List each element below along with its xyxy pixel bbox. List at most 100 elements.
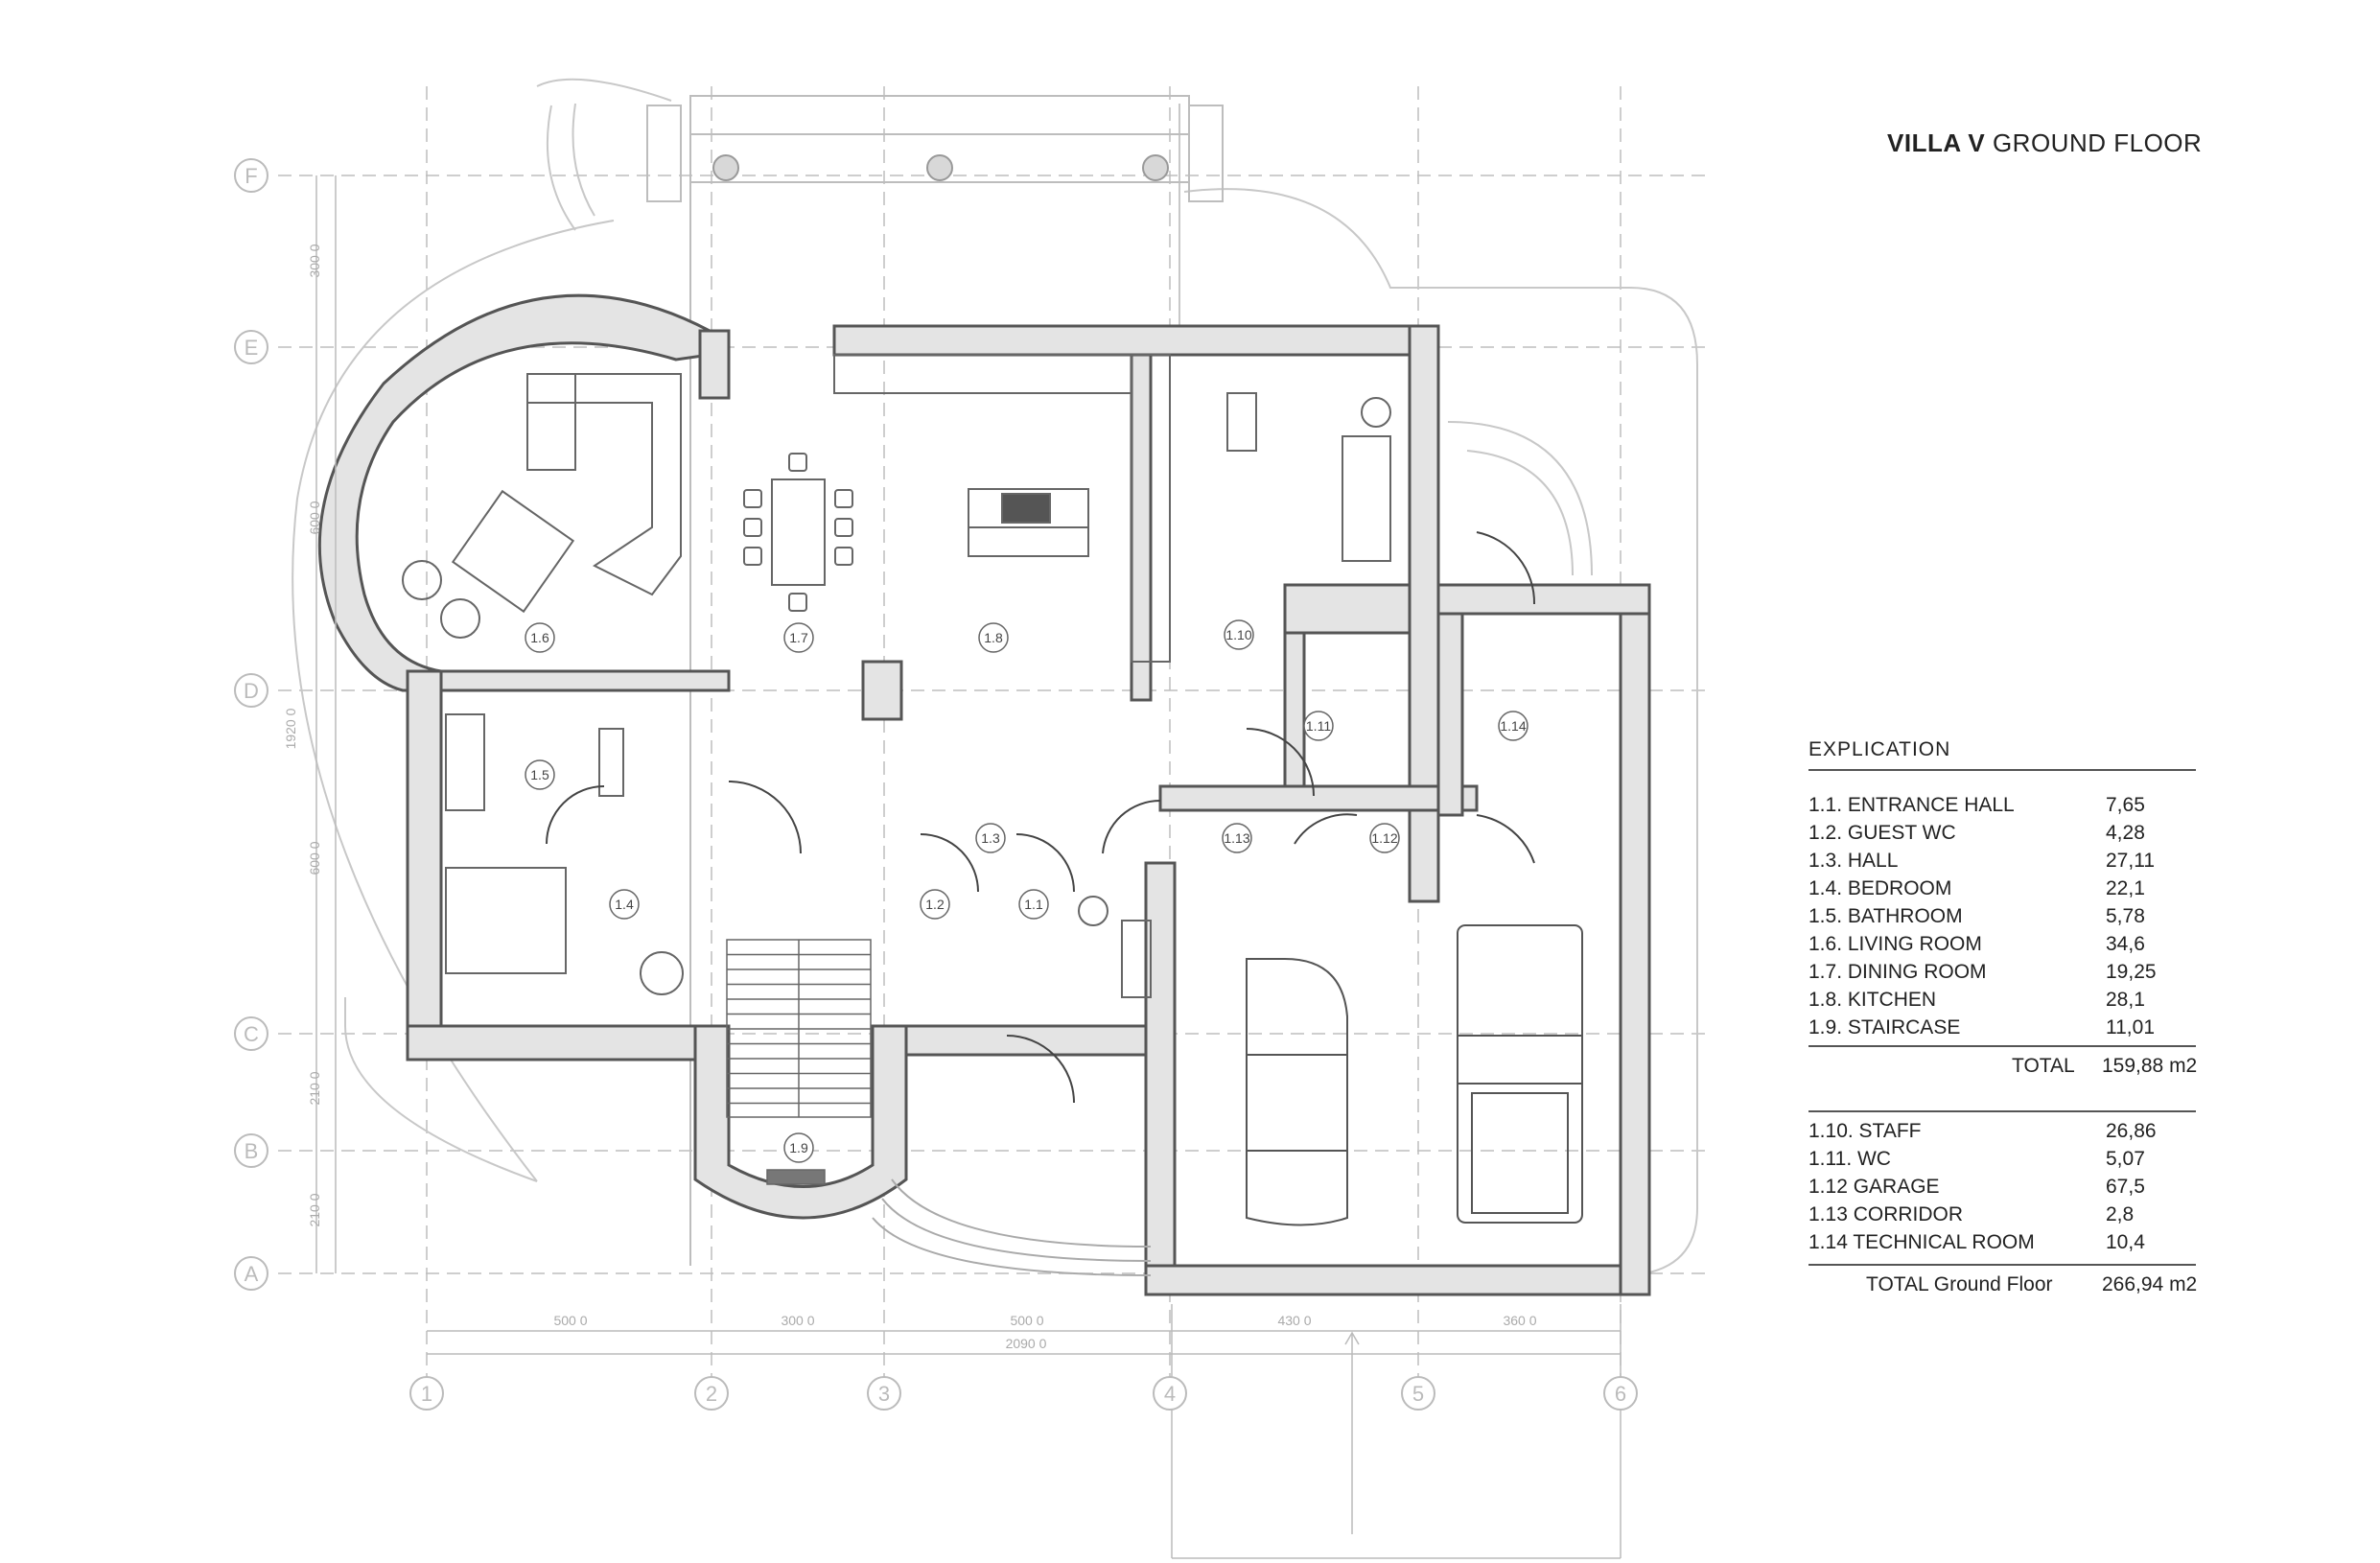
- room-name: 1.4. BEDROOM: [1808, 877, 1952, 899]
- dimension-text: 600 0: [307, 841, 322, 875]
- room-tag: 1.10: [1225, 627, 1251, 642]
- room-area: 2,8: [2106, 1203, 2135, 1225]
- room-name: 1.14 TECHNICAL ROOM: [1808, 1231, 2035, 1253]
- room-tag-circle: [525, 622, 555, 653]
- room-tag: 1.7: [789, 630, 808, 645]
- room-tag: 1.1: [1024, 897, 1043, 912]
- room-tag-circle: [1498, 711, 1528, 741]
- dimension-text: 300 0: [781, 1313, 814, 1328]
- dimension-lines: [315, 175, 1621, 1355]
- room-area: 5,07: [2106, 1148, 2145, 1170]
- room-tag: 1.13: [1224, 830, 1249, 846]
- axis-letter: C: [244, 1022, 259, 1046]
- room-tag: 1.5: [530, 767, 549, 782]
- axis-marker-circle: [234, 158, 268, 193]
- room-tag-circle: [783, 622, 814, 653]
- dimension-text: 1920 0: [283, 708, 298, 749]
- axis-marker-circle: [234, 673, 268, 708]
- room-area: 28,1: [2106, 989, 2145, 1011]
- axis-marker-circle: [409, 1376, 444, 1411]
- room-tag-circle: [1369, 823, 1400, 853]
- room-tag-circle: [978, 622, 1009, 653]
- room-tag-circle: [920, 889, 950, 920]
- axis-marker-circle: [234, 1256, 268, 1291]
- room-tag: 1.12: [1371, 830, 1397, 846]
- axis-letter: E: [245, 336, 259, 360]
- dimension-text: 600 0: [307, 501, 322, 534]
- room-tag: 1.6: [530, 630, 549, 645]
- room-area: 67,5: [2106, 1176, 2145, 1198]
- axis-marker-circle: [234, 1133, 268, 1168]
- dimension-text: 300 0: [307, 244, 322, 277]
- dimension-text: 360 0: [1503, 1313, 1536, 1328]
- total-label: TOTAL: [2012, 1055, 2075, 1077]
- room-tag: 1.11: [1306, 718, 1331, 734]
- car-sedan: [1246, 957, 1348, 1226]
- room-tag: 1.2: [925, 897, 945, 912]
- room-area: 26,86: [2106, 1120, 2157, 1142]
- room-name: 1.6. LIVING ROOM: [1808, 933, 1982, 955]
- axis-marker-circle: [1153, 1376, 1187, 1411]
- axis-number: 5: [1412, 1382, 1424, 1406]
- room-area: 34,6: [2106, 933, 2145, 955]
- axis-marker-circle: [234, 330, 268, 364]
- room-area: 10,4: [2106, 1231, 2145, 1253]
- axis-letter: A: [245, 1262, 259, 1286]
- explication-heading: EXPLICATION: [1808, 738, 1951, 760]
- room-name: 1.13 CORRIDOR: [1808, 1203, 1964, 1225]
- dimension-text: 500 0: [553, 1313, 587, 1328]
- explication-rule-total: [1808, 1045, 2196, 1047]
- axis-number: 2: [706, 1382, 717, 1406]
- room-area: 11,01: [2106, 1016, 2155, 1038]
- drawing-title: VILLA V GROUND FLOOR: [1887, 128, 2202, 158]
- driveway: [1171, 1304, 1622, 1559]
- room-tag-circle: [1224, 619, 1254, 650]
- furniture: [402, 354, 1391, 998]
- room-tag-circle: [609, 889, 640, 920]
- room-name: 1.2. GUEST WC: [1808, 822, 1956, 844]
- dimension-text: 210 0: [307, 1071, 322, 1105]
- axis-letter: D: [244, 679, 259, 703]
- site-outline: [292, 78, 1698, 1276]
- room-area: 7,65: [2106, 794, 2145, 816]
- axis-marker-circle: [1603, 1376, 1638, 1411]
- explication-rule-top: [1808, 769, 2196, 771]
- staircase: [726, 939, 872, 1185]
- room-area: 4,28: [2106, 822, 2145, 844]
- room-tag: 1.9: [789, 1140, 808, 1155]
- axis-number: 6: [1615, 1382, 1626, 1406]
- room-tag-circle: [525, 759, 555, 790]
- car-pickup: [1457, 924, 1583, 1224]
- room-name: 1.7. DINING ROOM: [1808, 961, 1987, 983]
- axis-number: 1: [421, 1382, 432, 1406]
- room-name: 1.11. WC: [1808, 1148, 1891, 1170]
- room-tag-circle: [1222, 823, 1252, 853]
- room-tag-circle: [1303, 711, 1334, 741]
- axis-marker-circle: [867, 1376, 901, 1411]
- room-area: 5,78: [2106, 905, 2145, 927]
- total-ground-floor-value: 266,94 m2: [2102, 1273, 2198, 1295]
- room-name: 1.1. ENTRANCE HALL: [1808, 794, 2015, 816]
- axis-marker-circle: [234, 1016, 268, 1051]
- axis-marker-circle: [1401, 1376, 1435, 1411]
- room-area: 22,1: [2106, 877, 2145, 899]
- room-tag: 1.3: [981, 830, 1000, 846]
- room-tag: 1.8: [984, 630, 1003, 645]
- door-swings: [546, 531, 1536, 1104]
- front-steps: [872, 1178, 1152, 1276]
- axis-number: 3: [878, 1382, 890, 1406]
- room-tag-circle: [975, 823, 1006, 853]
- room-name: 1.5. BATHROOM: [1808, 905, 1963, 927]
- room-name: 1.8. KITCHEN: [1808, 989, 1937, 1011]
- room-tag: 1.14: [1500, 718, 1526, 734]
- title-project: VILLA V: [1887, 128, 1986, 157]
- axis-marker-circle: [694, 1376, 729, 1411]
- room-area: 19,25: [2106, 961, 2157, 983]
- title-floor: GROUND FLOOR: [1992, 128, 2203, 157]
- axis-number: 4: [1164, 1382, 1176, 1406]
- explication-rule-bottom: [1808, 1264, 2196, 1266]
- dimension-text: 210 0: [307, 1193, 322, 1226]
- axis-letter: F: [245, 164, 257, 188]
- room-tag: 1.4: [615, 897, 634, 912]
